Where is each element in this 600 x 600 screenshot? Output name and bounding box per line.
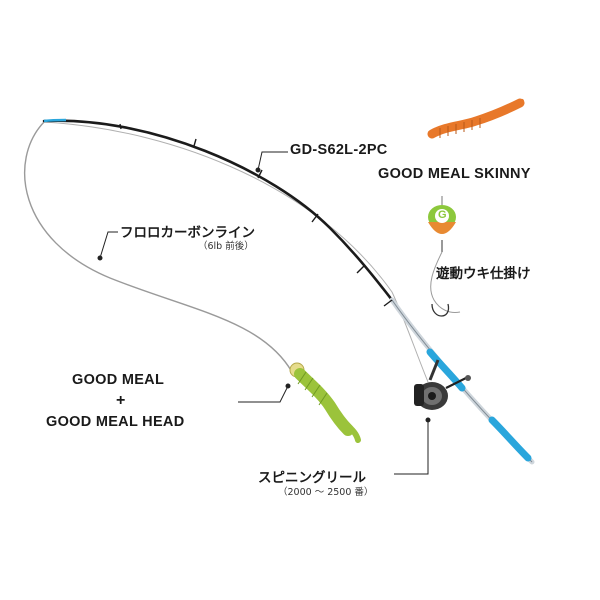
good-meal-skinny-worm xyxy=(432,101,522,138)
rod-model-label: GD-S62L-2PC xyxy=(290,142,388,158)
rod-grip-lower xyxy=(492,420,528,458)
reel-name-label: スピニングリール xyxy=(258,466,366,486)
skinny-lure-label: GOOD MEAL SKINNY xyxy=(378,166,531,182)
plus-sign: + xyxy=(116,392,126,410)
float-rig-label: 遊動ウキ仕掛け xyxy=(436,262,531,282)
lure-name-label: GOOD MEAL xyxy=(72,372,164,388)
float-letter: G xyxy=(438,209,447,221)
rod-tip-accent xyxy=(44,120,66,121)
line-spec-label: （6lb 前後） xyxy=(198,238,254,252)
good-meal-lure xyxy=(290,363,358,440)
lure-head-label: GOOD MEAL HEAD xyxy=(46,414,184,430)
reel-spec-label: （2000 〜 2500 番） xyxy=(278,484,373,498)
